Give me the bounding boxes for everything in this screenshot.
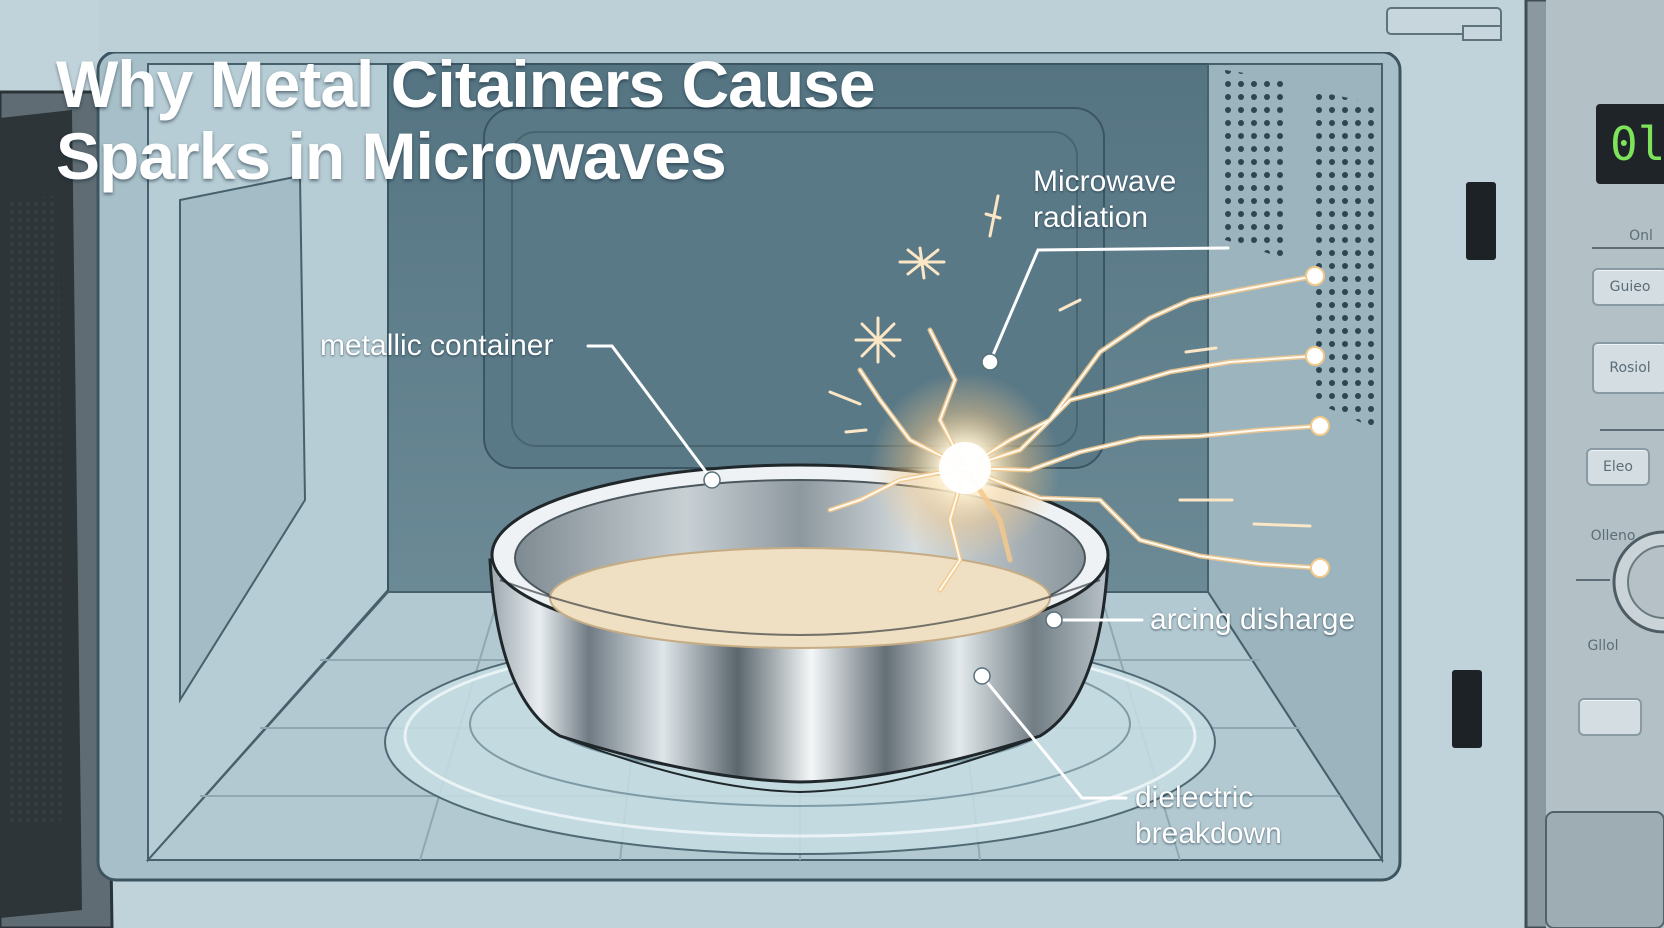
leader-lines	[586, 246, 1230, 800]
panel-label: Gllol	[1587, 638, 1619, 654]
open-door	[0, 90, 136, 928]
label-arcing-discharge: arcing disharge	[1150, 603, 1356, 636]
pointer-dot	[1045, 611, 1063, 629]
panel-button[interactable]: Guieo	[1592, 268, 1664, 306]
panel-label: Olleno	[1590, 528, 1636, 544]
vent-holes	[1310, 90, 1378, 430]
label-dielectric-breakdown: dielectric breakdown	[1135, 780, 1282, 852]
label-microwave-radiation: Microwave radiation	[1033, 164, 1176, 236]
label-dielectric-line-1: dielectric	[1135, 781, 1254, 814]
label-radiation-line-1: Microwave	[1033, 165, 1177, 198]
food-in-pan	[549, 547, 1051, 649]
spark-arcing	[827, 194, 1330, 593]
panel-button[interactable]: Eleo	[1586, 448, 1650, 486]
label-dielectric-line-2: breakdown	[1135, 817, 1282, 850]
title-line-2: Sparks in Microwaves	[56, 119, 727, 193]
pointer-dot	[973, 667, 991, 685]
label-radiation-line-2: radiation	[1033, 201, 1149, 234]
label-metallic-container: metallic container	[320, 329, 554, 362]
pointer-dot	[703, 471, 721, 489]
pointer-dot	[981, 353, 999, 371]
panel-label-on: Onl	[1629, 228, 1653, 244]
panel-button[interactable]: Rosiol	[1592, 342, 1664, 394]
panel-button[interactable]	[1578, 698, 1642, 736]
door-slot	[1452, 670, 1482, 748]
title-line-1: Why Metal Citainers Cause	[56, 47, 876, 121]
door-slot	[1466, 182, 1496, 260]
vent-holes	[1225, 70, 1290, 260]
panel-display: 0l	[1596, 104, 1664, 184]
diagram-title: Why Metal Citainers Cause Sparks in Micr…	[56, 48, 956, 192]
